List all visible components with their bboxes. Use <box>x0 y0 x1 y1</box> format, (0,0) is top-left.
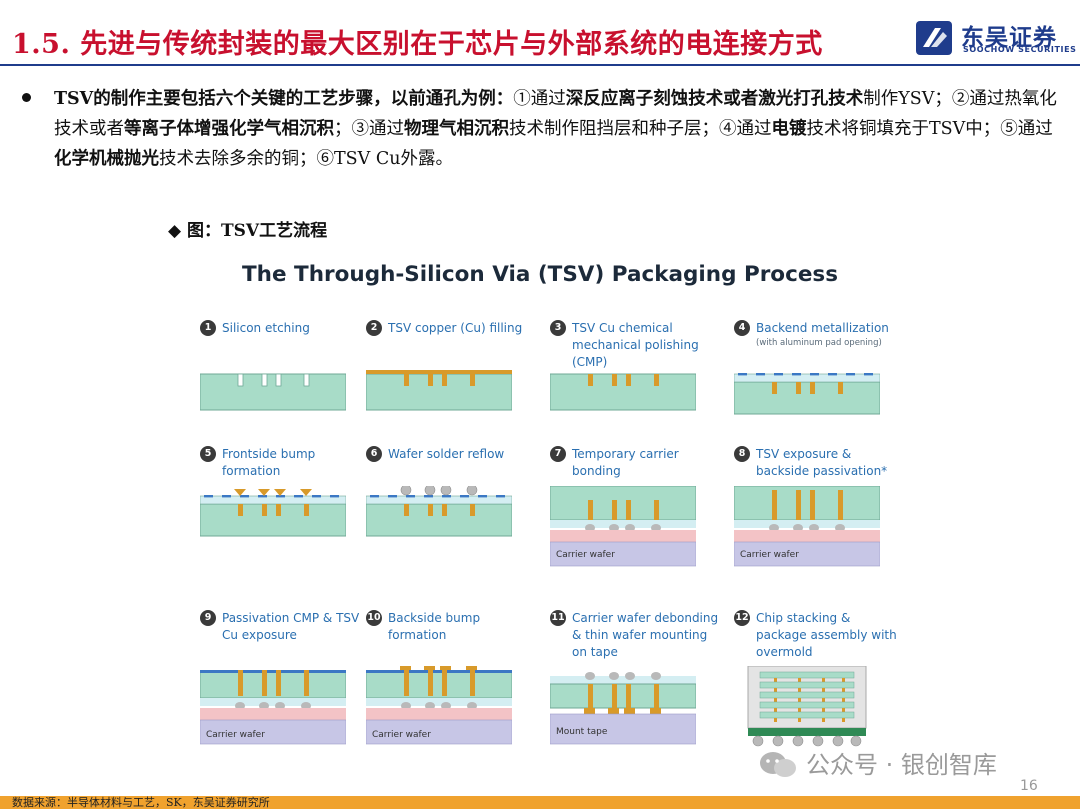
step-5-cross-section <box>200 489 346 537</box>
paragraph-segment: 技术去除多余的铜；⑥TSV Cu外露。 <box>159 149 454 169</box>
step-label-text: TSV Cu chemical mechanical polishing (CM… <box>572 321 699 369</box>
body-paragraph: TSV的制作主要包括六个关键的工艺步骤，以前通孔为例：①通过深反应离子刻蚀技术或… <box>54 84 1066 174</box>
step-1-cross-section <box>200 373 346 411</box>
step-number-badge: 10 <box>366 610 382 626</box>
step-number-badge: 9 <box>200 610 216 626</box>
step-label: Passivation CMP & TSV Cu exposure <box>222 610 370 644</box>
process-step-6: 6 Wafer solder reflow <box>366 446 536 606</box>
step-label: Silicon etching <box>222 320 370 337</box>
step-number-badge: 6 <box>366 446 382 462</box>
soochow-logo-icon <box>916 21 952 55</box>
process-step-2: 2 TSV copper (Cu) filling <box>366 320 536 480</box>
paragraph-segment: 化学机械抛光 <box>54 149 159 169</box>
carrier-layer-label: Carrier wafer <box>206 730 265 740</box>
step-label-text: TSV copper (Cu) filling <box>388 321 523 335</box>
paragraph-segment: 物理气相沉积 <box>404 119 509 139</box>
step-number-badge: 2 <box>366 320 382 336</box>
step-label-text: TSV exposure & backside passivation* <box>756 447 888 478</box>
paragraph-segment: 制作YSV；②通过热氧化技术或者 <box>54 89 1057 139</box>
step-10-cross-section: Carrier wafer <box>366 666 512 745</box>
step-number-badge: 1 <box>200 320 216 336</box>
step-number-badge: 12 <box>734 610 750 626</box>
data-source: 数据来源：半导体材料与工艺，SK，东吴证券研究所 <box>12 796 270 809</box>
carrier-layer-label: Mount tape <box>556 727 608 737</box>
step-11-cross-section: Mount tape <box>550 672 696 745</box>
process-step-8: 8 TSV exposure & backside passivation* Car… <box>734 446 904 606</box>
paragraph-segment: 等离子体增强化学气相沉积 <box>124 119 334 139</box>
step-label-text: Frontside bump formation <box>222 447 316 478</box>
paragraph-segment: 技术将铜填充于TSV中；⑤通过 <box>806 119 1053 139</box>
step-label: TSV Cu chemical mechanical polishing (CM… <box>572 320 720 371</box>
carrier-layer-label: Carrier wafer <box>372 730 431 740</box>
figure-caption: ◆ 图：TSV工艺流程 <box>168 221 328 241</box>
step-label-text: Carrier wafer debonding & thin wafer mou… <box>572 611 719 659</box>
step-7-cross-section: Carrier wafer <box>550 486 696 567</box>
watermark-text: 公众号 · 银创智库 <box>806 751 997 779</box>
paragraph-segment: 技术制作阻挡层和种子层；④通过 <box>509 119 772 139</box>
step-label-text: Backend metallization <box>756 321 889 335</box>
step-number-badge: 8 <box>734 446 750 462</box>
step-label: TSV exposure & backside passivation* <box>756 446 904 480</box>
step-label-text: Passivation CMP & TSV Cu exposure <box>222 611 360 642</box>
wechat-icon <box>760 752 796 777</box>
process-step-5: 5 Frontside bump formation <box>200 446 370 606</box>
step-4-cross-section <box>734 373 880 415</box>
step-label: Backside bump formation <box>388 610 536 644</box>
step-6-cross-section <box>366 486 512 537</box>
header-divider <box>0 64 1080 66</box>
step-label: TSV copper (Cu) filling <box>388 320 536 337</box>
step-3-cross-section <box>550 373 696 411</box>
carrier-layer-label: Carrier wafer <box>740 550 799 560</box>
brand-logo: 东吴证券 SOOCHOW SECURITIES <box>915 18 1077 58</box>
process-step-11: 11 Carrier wafer debonding & thin wafer m… <box>550 610 720 770</box>
paragraph-segment: TSV的制作主要包括六个关键的工艺步骤，以前通孔为例： <box>54 89 514 109</box>
paragraph-segment: ；③通过 <box>334 119 404 139</box>
step-number-badge: 4 <box>734 320 750 336</box>
step-label: Wafer solder reflow <box>388 446 536 463</box>
step-label: Carrier wafer debonding & thin wafer mou… <box>572 610 720 661</box>
logo-english-name: SOOCHOW SECURITIES <box>963 45 1077 54</box>
step-label-text: Wafer solder reflow <box>388 447 505 461</box>
logo-chinese-name: 东吴证券 <box>961 25 1057 51</box>
step-label: Backend metallization (with aluminum pad … <box>756 320 904 349</box>
step-number-badge: 7 <box>550 446 566 462</box>
step-note: (with aluminum pad opening) <box>756 338 882 348</box>
carrier-layer-label: Carrier wafer <box>556 550 615 560</box>
page-number: 16 <box>1020 778 1038 794</box>
step-label-text: Temporary carrier bonding <box>572 447 679 478</box>
process-step-12: 12 Chip stacking & package assembly with … <box>734 610 904 770</box>
page-title: 1.5. 先进与传统封装的最大区别在于芯片与外部系统的电连接方式 <box>12 29 823 60</box>
step-2-cross-section <box>366 370 512 411</box>
bullet-dot <box>22 93 31 102</box>
paragraph-segment: 深反应离子刻蚀技术或者激光打孔技术 <box>565 89 864 109</box>
step-label-text: Silicon etching <box>222 321 310 335</box>
step-label: Temporary carrier bonding <box>572 446 720 480</box>
step-label-text: Chip stacking & package assembly with ov… <box>756 611 897 659</box>
step-label: Chip stacking & package assembly with ov… <box>756 610 904 661</box>
step-12-cross-section <box>747 666 867 747</box>
paragraph-segment: 电镀 <box>771 119 807 139</box>
step-label-text: Backside bump formation <box>388 611 481 642</box>
step-number-badge: 5 <box>200 446 216 462</box>
step-label: Frontside bump formation <box>222 446 370 480</box>
step-8-cross-section: Carrier wafer <box>734 486 880 567</box>
step-number-badge: 11 <box>550 610 566 626</box>
tsv-process-figure: The Through-Silicon Via (TSV) Packaging … <box>178 248 902 783</box>
figure-title: The Through-Silicon Via (TSV) Packaging … <box>242 262 838 287</box>
process-step-4: 4 Backend metallization (with aluminum pad… <box>734 320 904 480</box>
step-9-cross-section: Carrier wafer <box>200 670 346 745</box>
step-number-badge: 3 <box>550 320 566 336</box>
paragraph-segment: ①通过 <box>513 89 566 109</box>
process-step-3: 3 TSV Cu chemical mechanical polishing (C… <box>550 320 720 480</box>
process-step-1: 1 Silicon etching <box>200 320 370 480</box>
footer-bar <box>0 796 1080 809</box>
